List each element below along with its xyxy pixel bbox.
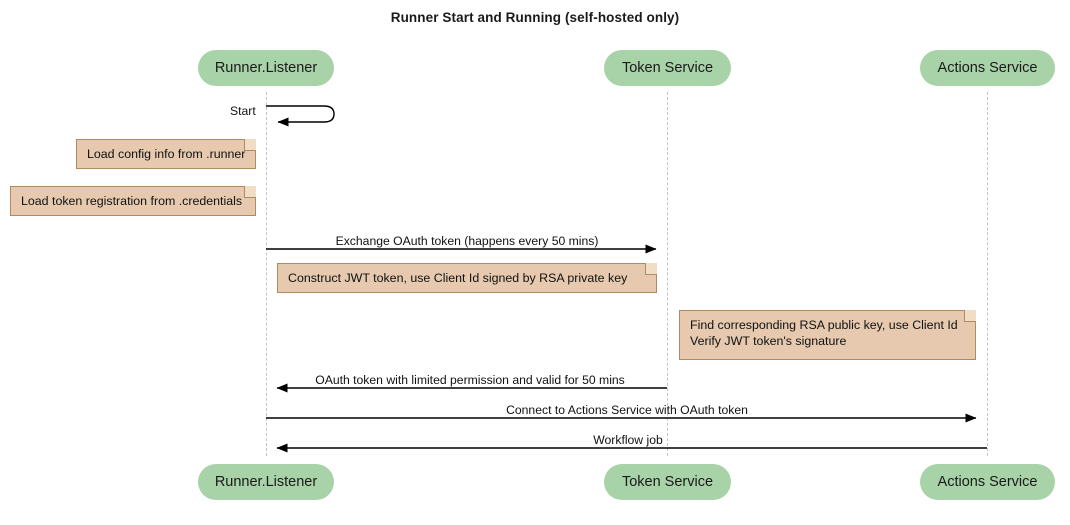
participant-actions-bottom[interactable]: Actions Service (920, 464, 1055, 500)
page-title: Runner Start and Running (self-hosted on… (390, 10, 680, 25)
participant-runner-top[interactable]: Runner.Listener (198, 50, 334, 86)
note-fold-icon (244, 139, 256, 151)
lifeline-runner (266, 92, 267, 456)
note-text: Find corresponding RSA public key, use C… (690, 318, 958, 348)
message-arrow-start (266, 105, 335, 127)
note-fold-icon (244, 186, 256, 198)
message-label-workflow: Workflow job (593, 433, 663, 447)
note-construct-jwt: Construct JWT token, use Client Id signe… (277, 263, 657, 293)
participant-label: Actions Service (937, 474, 1038, 490)
note-fold-icon (645, 263, 657, 275)
participant-label: Token Service (621, 474, 714, 490)
message-label-start: Start (230, 104, 256, 118)
participant-label: Actions Service (937, 60, 1038, 76)
lifeline-actions (987, 92, 988, 456)
participant-label: Token Service (621, 60, 714, 76)
note-load-config: Load config info from .runner (76, 139, 256, 169)
participant-label: Runner.Listener (214, 474, 318, 490)
message-label-oauth-return: OAuth token with limited permission and … (315, 373, 625, 387)
note-text: Load config info from .runner (87, 147, 246, 161)
participant-token-bottom[interactable]: Token Service (604, 464, 731, 500)
note-text: Load token registration from .credential… (21, 194, 243, 208)
message-label-connect: Connect to Actions Service with OAuth to… (506, 403, 748, 417)
note-text: Construct JWT token, use Client Id signe… (288, 271, 628, 285)
participant-runner-bottom[interactable]: Runner.Listener (198, 464, 334, 500)
lifeline-token (667, 92, 668, 456)
message-label-exchange: Exchange OAuth token (happens every 50 m… (335, 234, 599, 248)
participant-label: Runner.Listener (214, 60, 318, 76)
note-load-credentials: Load token registration from .credential… (10, 186, 256, 216)
participant-token-top[interactable]: Token Service (604, 50, 731, 86)
participant-actions-top[interactable]: Actions Service (920, 50, 1055, 86)
note-verify-jwt: Find corresponding RSA public key, use C… (679, 310, 976, 360)
note-fold-icon (964, 310, 976, 322)
